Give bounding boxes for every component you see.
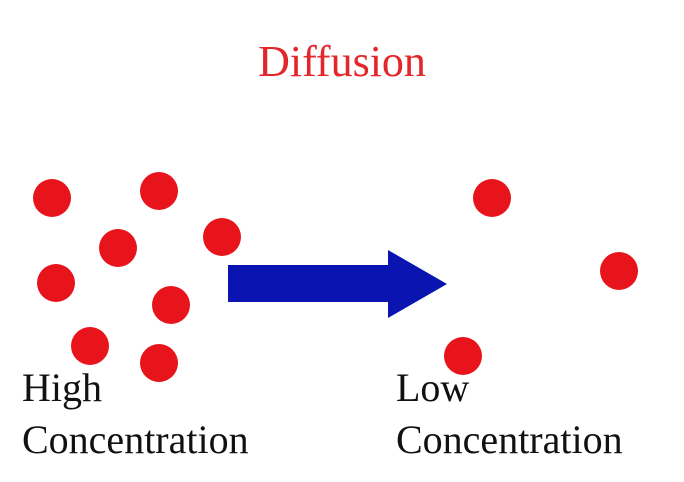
particle [33,179,71,217]
diagram-title: Diffusion [258,37,426,86]
particle [140,344,178,382]
high-label-line1: High [22,365,102,410]
high-concentration-label: High Concentration [22,362,249,466]
low-concentration-label: Low Concentration [396,362,623,466]
high-concentration-particles [33,172,241,382]
low-label-line1: Low [396,365,470,410]
low-label-line2: Concentration [396,417,623,462]
right-arrow-icon [228,250,447,318]
particle [140,172,178,210]
particle [37,264,75,302]
particle [473,179,511,217]
particle [99,229,137,267]
particle [71,327,109,365]
high-label-line2: Concentration [22,417,249,462]
particle [444,337,482,375]
particle [600,252,638,290]
low-concentration-particles [444,179,638,375]
particle [152,286,190,324]
particle [203,218,241,256]
